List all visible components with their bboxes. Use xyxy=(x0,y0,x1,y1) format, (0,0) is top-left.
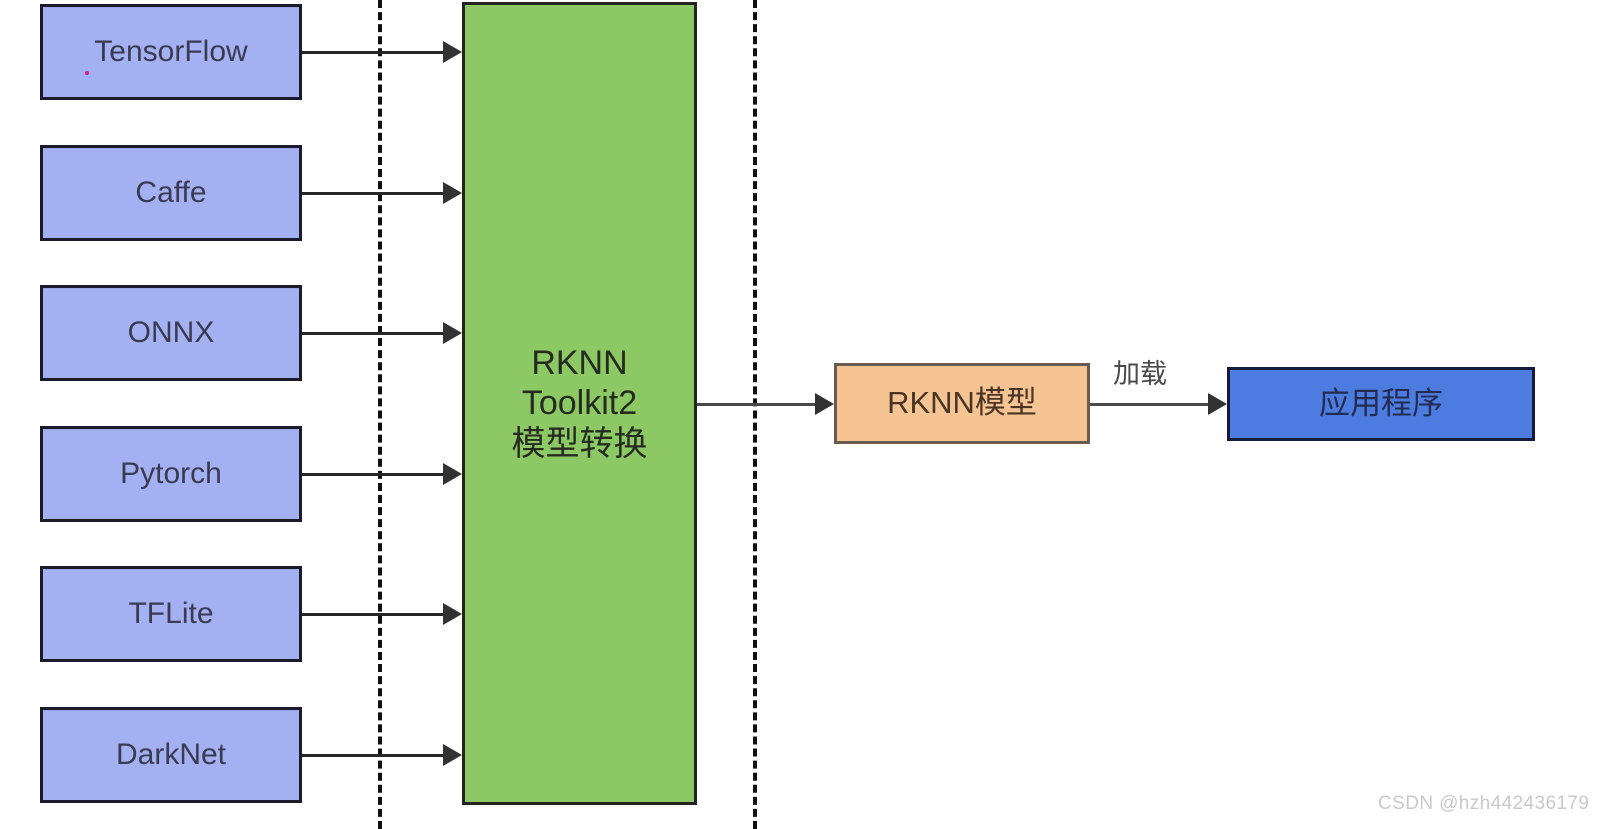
divider-line-right xyxy=(753,0,757,829)
arrowhead-darknet xyxy=(443,744,462,766)
arrowhead-tflite xyxy=(443,603,462,625)
arrowhead-tensorflow xyxy=(443,41,462,63)
node-application[interactable]: 应用程序 xyxy=(1227,367,1535,441)
arrowhead-model xyxy=(815,393,834,415)
edge-caffe-to-converter xyxy=(302,192,443,195)
node-onnx[interactable]: ONNX xyxy=(40,285,302,381)
node-pytorch[interactable]: Pytorch xyxy=(40,426,302,522)
arrowhead-caffe xyxy=(443,182,462,204)
edge-darknet-to-converter xyxy=(302,754,443,757)
node-rknn-toolkit2[interactable]: RKNN Toolkit2 模型转换 xyxy=(462,2,697,805)
edge-label-load: 加载 xyxy=(1113,359,1167,389)
node-darknet[interactable]: DarkNet xyxy=(40,707,302,803)
edge-converter-to-model xyxy=(697,403,815,406)
node-caffe[interactable]: Caffe xyxy=(40,145,302,241)
divider-line-left xyxy=(378,0,382,829)
node-rknn-model[interactable]: RKNN模型 xyxy=(834,363,1090,444)
arrowhead-pytorch xyxy=(443,463,462,485)
edge-onnx-to-converter xyxy=(302,332,443,335)
stray-speck xyxy=(85,71,89,75)
node-tflite[interactable]: TFLite xyxy=(40,566,302,662)
edge-model-to-application xyxy=(1090,403,1208,406)
node-tensorflow[interactable]: TensorFlow xyxy=(40,4,302,100)
edge-tensorflow-to-converter xyxy=(302,51,443,54)
edge-pytorch-to-converter xyxy=(302,473,443,476)
watermark-csdn: CSDN @hzh442436179 xyxy=(1378,793,1590,814)
edge-tflite-to-converter xyxy=(302,613,443,616)
arrowhead-onnx xyxy=(443,322,462,344)
arrowhead-application xyxy=(1208,393,1227,415)
